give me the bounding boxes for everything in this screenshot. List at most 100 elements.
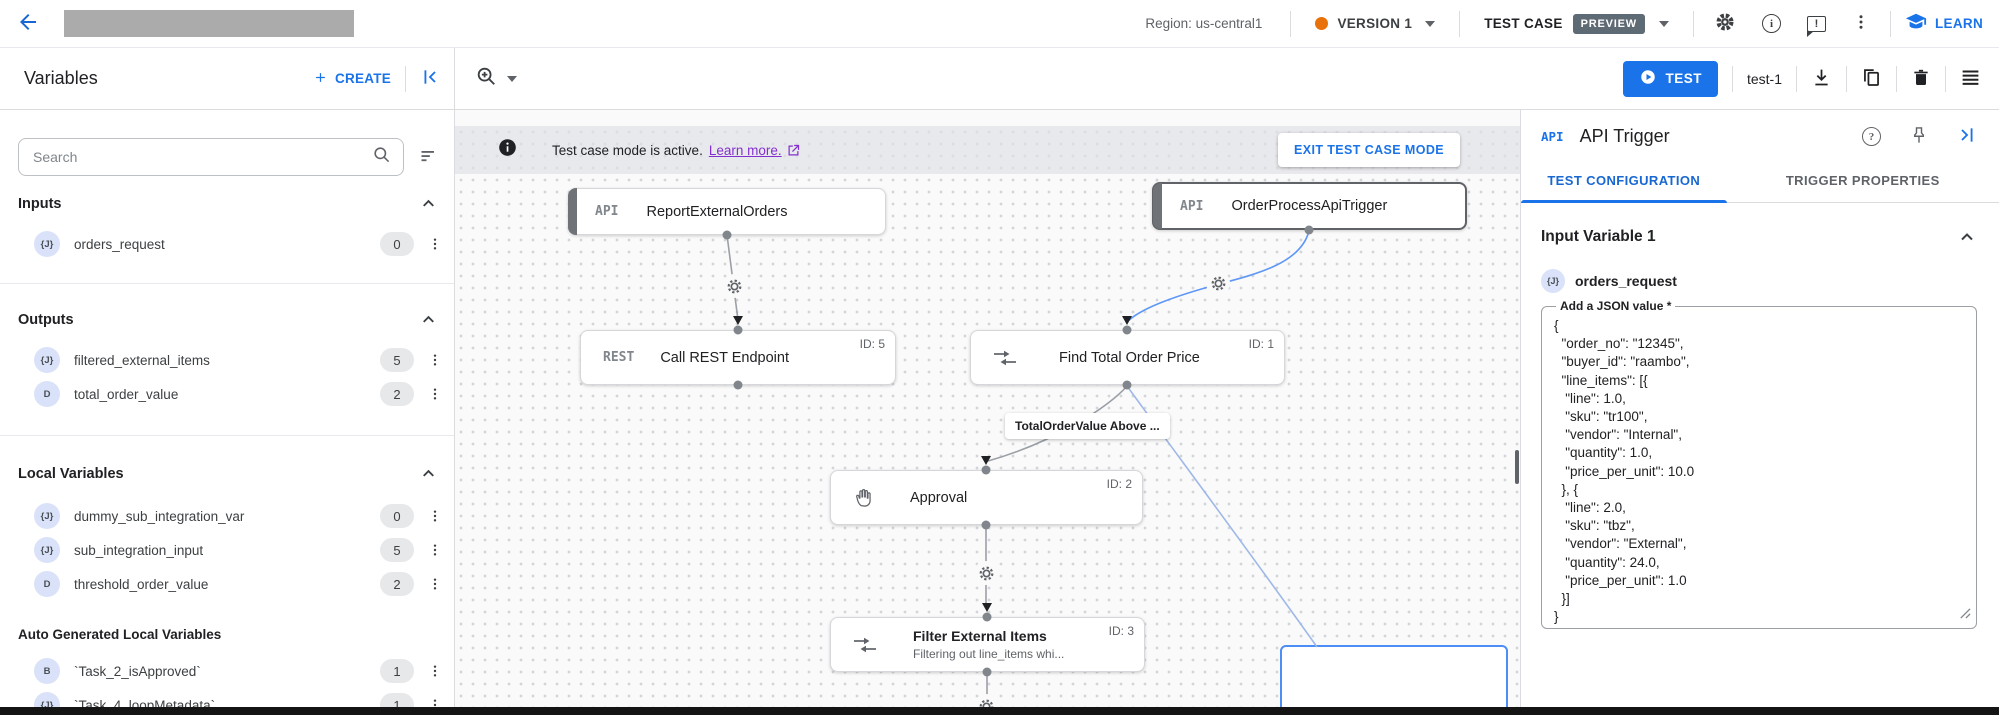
selection-note-box[interactable] [1280, 645, 1508, 707]
json-value-field[interactable]: Add a JSON value * { "order_no": "12345"… [1541, 299, 1977, 629]
version-selector[interactable]: VERSION 1 [1315, 16, 1436, 31]
separator [1731, 65, 1733, 92]
double-type-icon: D [34, 381, 60, 407]
node-approval[interactable]: Approval ID: 2 [830, 470, 1143, 525]
node-id-badge: ID: 2 [1106, 477, 1132, 491]
feedback-button[interactable]: ! [1807, 15, 1826, 37]
delete-button[interactable] [1911, 67, 1931, 91]
tab-test-configuration[interactable]: TEST CONFIGURATION [1521, 159, 1727, 203]
integration-name-redacted [64, 10, 354, 37]
api-trigger-icon: API [595, 204, 619, 219]
node-order-process-api-trigger[interactable]: API OrderProcessApiTrigger [1152, 182, 1467, 230]
integration-canvas[interactable]: Test case mode is active. Learn more. EX… [455, 110, 1520, 707]
test-mode-banner: Test case mode is active. Learn more. EX… [455, 126, 1520, 174]
create-variable-button[interactable]: CREATE [313, 70, 391, 88]
copy-button[interactable] [1861, 67, 1882, 91]
separator [1290, 10, 1292, 37]
test-case-name: test-1 [1746, 70, 1782, 87]
edge-gear-icon[interactable] [974, 694, 998, 707]
variable-row[interactable]: {J} sub_integration_input 5 [0, 533, 454, 567]
collapse-panel-right-button[interactable] [1957, 125, 1977, 148]
usage-count-badge: 5 [380, 348, 414, 372]
auto-generated-section-header: Auto Generated Local Variables [18, 627, 222, 642]
row-menu-button[interactable] [426, 507, 444, 525]
local-variables-section-header[interactable]: Local Variables [0, 464, 454, 483]
variable-row[interactable]: {J} dummy_sub_integration_var 0 [0, 499, 454, 533]
api-type-label: API [1541, 129, 1564, 144]
node-id-badge: ID: 3 [1108, 624, 1134, 638]
gear-icon [1714, 11, 1736, 36]
learn-label: LEARN [1935, 16, 1983, 31]
api-trigger-config-panel: API API Trigger ? [1520, 110, 1999, 707]
region-label: Region: us-central1 [1145, 16, 1263, 31]
chevron-down-icon [1659, 20, 1669, 27]
usage-count-badge: 2 [380, 382, 414, 406]
node-call-rest-endpoint[interactable]: REST Call REST Endpoint ID: 5 [580, 330, 896, 385]
edge-gear-icon[interactable] [974, 561, 998, 585]
variable-row[interactable]: D total_order_value 2 [0, 377, 454, 411]
node-find-total-order-price[interactable]: Find Total Order Price ID: 1 [970, 330, 1285, 385]
variable-row[interactable]: {J} `Task_4_loopMetadata` 1 [0, 688, 454, 707]
collapse-panel-button[interactable] [420, 67, 440, 90]
tab-trigger-properties[interactable]: TRIGGER PROPERTIES [1785, 173, 1940, 188]
usage-count-badge: 1 [380, 693, 414, 707]
edge-gear-icon[interactable] [1206, 271, 1230, 295]
resize-handle-icon[interactable] [1958, 606, 1971, 624]
usage-count-badge: 2 [380, 572, 414, 596]
variable-row[interactable]: {J} filtered_external_items 5 [0, 343, 454, 377]
info-filled-icon [497, 137, 518, 163]
row-menu-button[interactable] [426, 385, 444, 403]
usage-count-badge: 5 [380, 538, 414, 562]
json-type-icon: {J} [34, 347, 60, 373]
canvas-scrollbar[interactable] [1515, 450, 1519, 484]
separator [1846, 65, 1847, 92]
filter-variables-button[interactable] [414, 146, 444, 169]
help-button[interactable]: ? [1862, 127, 1881, 146]
row-menu-button[interactable] [426, 541, 444, 559]
download-button[interactable] [1811, 67, 1832, 91]
learn-link[interactable]: LEARN [1905, 11, 1983, 36]
row-menu-button[interactable] [426, 662, 444, 680]
search-input[interactable] [31, 148, 372, 166]
row-menu-button[interactable] [426, 575, 444, 593]
data-mapping-icon [993, 350, 1017, 366]
variable-row[interactable]: {J} orders_request 0 [0, 227, 454, 261]
edge-gear-icon[interactable] [722, 274, 746, 298]
row-menu-button[interactable] [426, 696, 444, 707]
variable-row[interactable]: D threshold_order_value 2 [0, 567, 454, 601]
more-vert-icon [1852, 12, 1870, 35]
json-type-icon: {J} [34, 537, 60, 563]
zoom-in-icon [475, 65, 497, 92]
back-button[interactable] [16, 10, 40, 37]
settings-button[interactable] [1714, 11, 1736, 36]
node-report-external-orders[interactable]: API ReportExternalOrders [568, 188, 886, 235]
info-button[interactable]: i [1762, 14, 1781, 33]
version-status-dot-icon [1315, 17, 1329, 30]
test-button[interactable]: TEST [1623, 60, 1718, 97]
row-menu-button[interactable] [426, 235, 444, 253]
edge-condition-label[interactable]: TotalOrderValue Above ... [1005, 413, 1170, 439]
more-options-button[interactable] [1852, 12, 1870, 35]
pin-panel-button[interactable] [1909, 125, 1929, 148]
banner-text: Test case mode is active. [552, 142, 703, 158]
chevron-up-icon [419, 464, 438, 483]
exit-test-case-mode-button[interactable]: EXIT TEST CASE MODE [1278, 133, 1460, 167]
learn-more-link[interactable]: Learn more. [708, 142, 782, 158]
api-trigger-icon: API [1180, 198, 1204, 214]
test-case-selector[interactable]: TEST CASE PREVIEW [1484, 13, 1669, 34]
inputs-section-header[interactable]: Inputs [0, 194, 454, 213]
node-filter-external-items[interactable]: Filter External Items Filtering out line… [830, 617, 1145, 672]
chevron-up-icon [1957, 227, 1977, 247]
outputs-section-header[interactable]: Outputs [0, 310, 454, 329]
variable-row[interactable]: B `Task_2_isApproved` 1 [0, 654, 454, 688]
json-value-text[interactable]: { "order_no": "12345", "buyer_id": "raam… [1554, 318, 1695, 625]
input-variable-section-header[interactable]: Input Variable 1 [1541, 227, 1977, 247]
zoom-menu[interactable] [455, 65, 537, 92]
json-type-icon: {J} [34, 231, 60, 257]
divider [0, 435, 454, 436]
log-list-button[interactable] [1960, 67, 1981, 91]
search-box [18, 138, 404, 176]
row-menu-button[interactable] [426, 351, 444, 369]
collapse-left-icon [420, 67, 440, 90]
window-bottom-edge [0, 707, 1999, 715]
